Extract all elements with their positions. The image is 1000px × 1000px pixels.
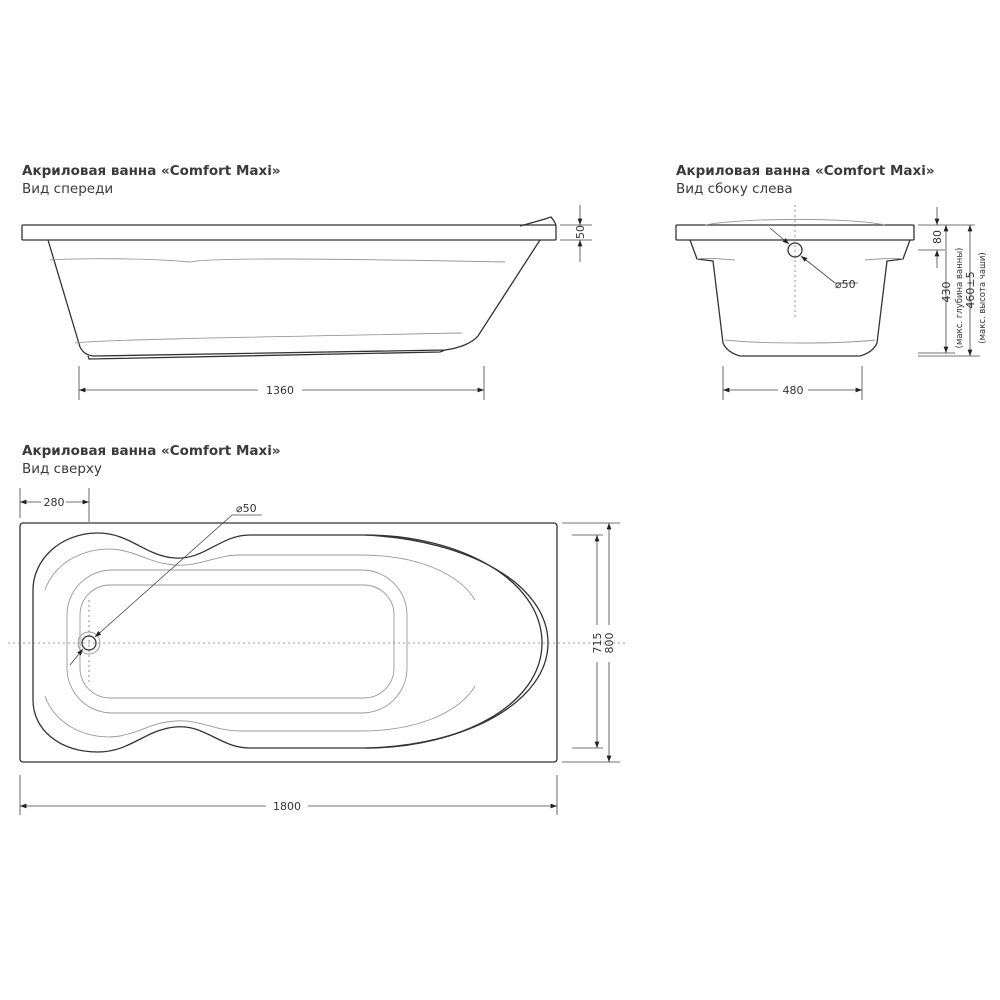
front-view-drawing: 50 1360: [21, 205, 592, 400]
drain-icon: [787, 242, 803, 258]
top-drain-offset-dim: 280: [44, 496, 65, 509]
side-height-dim: 460±5: [964, 271, 977, 308]
drain-icon: [81, 635, 97, 651]
top-view-subtitle: Вид сверху: [22, 461, 102, 477]
side-view-title: Акриловая ванна «Comfort Maxi»: [676, 163, 935, 179]
side-height-note: (макс. высота чаши): [978, 252, 988, 343]
front-rim-dim: 50: [574, 225, 587, 239]
side-rim-dim: 80: [931, 230, 944, 244]
top-drain-dim: ⌀50: [236, 502, 257, 515]
side-drain-dim: ⌀50: [835, 278, 856, 291]
top-view-title: Акриловая ванна «Comfort Maxi»: [22, 443, 281, 459]
side-view-drawing: ⌀50 80 430 (макс. глубина ванны) 460±5 (…: [675, 205, 988, 400]
top-width-dim: 800: [603, 633, 616, 654]
top-view-drawing: ⌀50 280 715 800 1800: [8, 488, 625, 815]
top-inner-width-dim: 715: [591, 633, 604, 654]
side-depth-dim: 430: [940, 282, 953, 303]
front-view-title: Акриловая ванна «Comfort Maxi»: [22, 163, 281, 179]
side-width-dim: 480: [783, 384, 804, 397]
top-length-dim: 1800: [273, 800, 301, 813]
front-length-dim: 1360: [266, 384, 294, 397]
front-view-subtitle: Вид спереди: [22, 181, 114, 197]
side-depth-note: (макс. глубина ванны): [955, 248, 965, 349]
side-view-subtitle: Вид сбоку слева: [676, 181, 793, 197]
